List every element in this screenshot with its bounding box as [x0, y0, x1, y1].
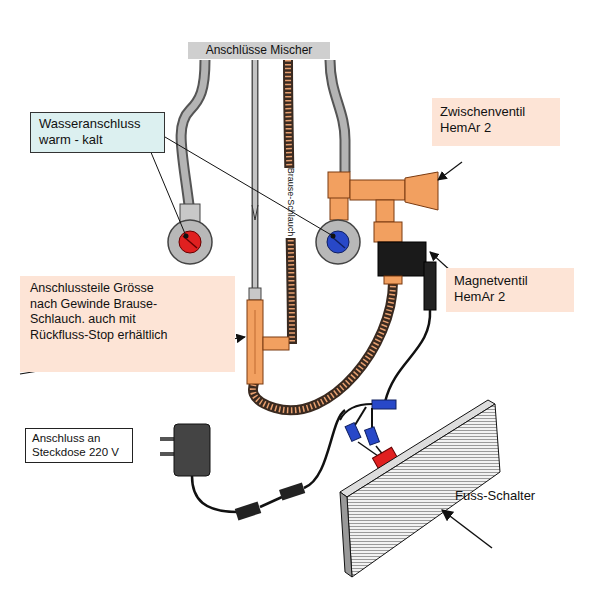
intermediate-valve	[405, 172, 438, 210]
intermediate-valve	[328, 172, 350, 198]
callout-box: Anschluss an Steckdose 220 V	[25, 428, 133, 463]
power-adapter	[174, 424, 210, 476]
node-text: Anschlüsse Mischer	[192, 43, 326, 58]
callout-box: Anschlussteile Grösse nach Gewinde Braus…	[20, 276, 235, 372]
power-adapter	[279, 483, 305, 501]
braided-hose	[253, 60, 393, 410]
switch-cable	[340, 310, 430, 456]
solenoid-valve	[374, 222, 402, 242]
callout-box: Magnetventil HemAr 2	[446, 268, 574, 312]
leader-lines	[20, 137, 462, 374]
braided-hose	[253, 282, 393, 410]
callout-box: Wasseranschluss warm - kalt	[30, 112, 165, 153]
node-text: Zwischenventil HemAr 2	[440, 104, 552, 137]
switch-cable	[340, 404, 372, 420]
shower-rod	[252, 205, 258, 220]
switch-cable	[385, 310, 430, 402]
power-adapter	[260, 497, 282, 507]
part-label: Fuss-Schalter	[455, 488, 565, 503]
left-hose	[181, 60, 205, 205]
foot-switch	[442, 510, 492, 548]
solenoid-valve	[424, 262, 436, 310]
braided-hose	[253, 282, 393, 410]
intermediate-valve	[350, 180, 405, 200]
power-adapter	[160, 410, 345, 520]
intermediate-valve	[328, 172, 438, 222]
tee-fitting	[247, 300, 263, 384]
blue-valve	[330, 196, 348, 220]
switch-cable	[371, 408, 373, 428]
solenoid-valve	[374, 222, 436, 310]
switch-cable	[345, 423, 361, 442]
blue-valve	[316, 220, 360, 264]
foot-switch	[340, 492, 352, 577]
tee-fitting	[247, 288, 289, 384]
switch-cable	[372, 400, 396, 409]
tee-fitting	[255, 310, 256, 374]
left-hose	[181, 60, 205, 205]
solenoid-valve	[384, 276, 402, 284]
tee-fitting	[249, 288, 261, 300]
callout-box: Zwischenventil HemAr 2	[432, 98, 560, 146]
hose-label: Brause-Schlauch	[286, 162, 296, 242]
solenoid-valve	[378, 242, 426, 276]
red-valve	[179, 231, 201, 253]
right-hose	[330, 60, 345, 172]
power-adapter	[192, 476, 238, 512]
leader-lines	[184, 234, 189, 239]
header-band: Anschlüsse Mischer	[188, 42, 330, 59]
switch-cable	[365, 427, 380, 445]
switch-cable	[358, 442, 378, 456]
shower-rod	[253, 60, 257, 292]
power-adapter	[235, 502, 262, 521]
shower-rod	[252, 60, 259, 292]
leader-lines	[438, 162, 462, 180]
red-valve	[168, 220, 212, 264]
right-hose	[330, 60, 345, 172]
node-text: Anschlussteile Grösse nach Gewinde Braus…	[30, 281, 175, 344]
shower-rod	[252, 60, 258, 292]
leader-lines	[150, 150, 186, 236]
power-adapter	[304, 410, 345, 488]
left-hose	[181, 60, 205, 205]
right-hose	[330, 60, 345, 172]
tee-fitting	[263, 337, 289, 350]
red-valve	[168, 204, 212, 264]
leader-lines	[165, 137, 333, 236]
intermediate-valve	[376, 200, 394, 222]
leader-lines	[331, 234, 336, 239]
node-text: Wasseranschluss warm - kalt	[39, 116, 156, 149]
node-text: Magnetventil HemAr 2	[454, 273, 566, 306]
node-text: Anschluss an Steckdose 220 V	[32, 431, 126, 460]
switch-cable	[355, 407, 366, 425]
